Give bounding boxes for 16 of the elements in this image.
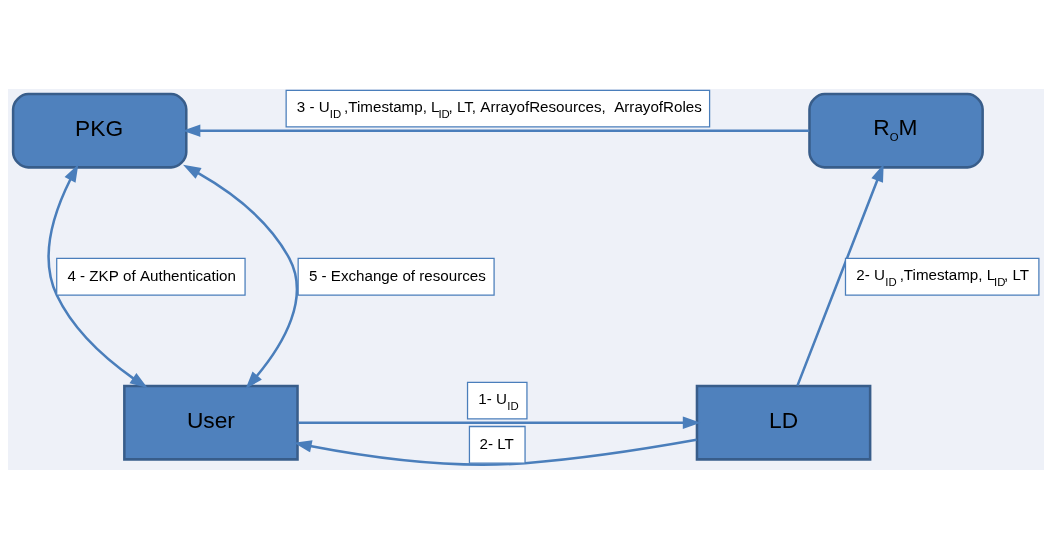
- arrow: [293, 438, 697, 466]
- edge-label: 2- LT: [479, 434, 514, 452]
- node-box: LD: [695, 384, 872, 461]
- edge-label: 2- U$_{ID}$ ,Timestamp, L$_{ID}$, LT: [856, 265, 1030, 288]
- arrow: [796, 163, 884, 386]
- arrow: [183, 164, 299, 389]
- edge-label: 1- U$_{ID}$: [478, 389, 519, 412]
- edge-label: 3 - U$_{ID}$ ,Timestamp, L$_{ID}$, LT, ArrayofResources, ArrayofRoles: [296, 97, 702, 120]
- edge-label: 5 - Exchange of resources: [308, 266, 486, 284]
- node-box: R$_{O}$M: [808, 92, 984, 169]
- node-box: PKG: [11, 92, 188, 169]
- edge-label: 4 - ZKP of Authentication: [67, 266, 236, 284]
- arrow: [182, 124, 810, 137]
- arrow: [47, 163, 148, 388]
- arrow: [297, 416, 701, 429]
- node-box: User: [123, 384, 299, 461]
